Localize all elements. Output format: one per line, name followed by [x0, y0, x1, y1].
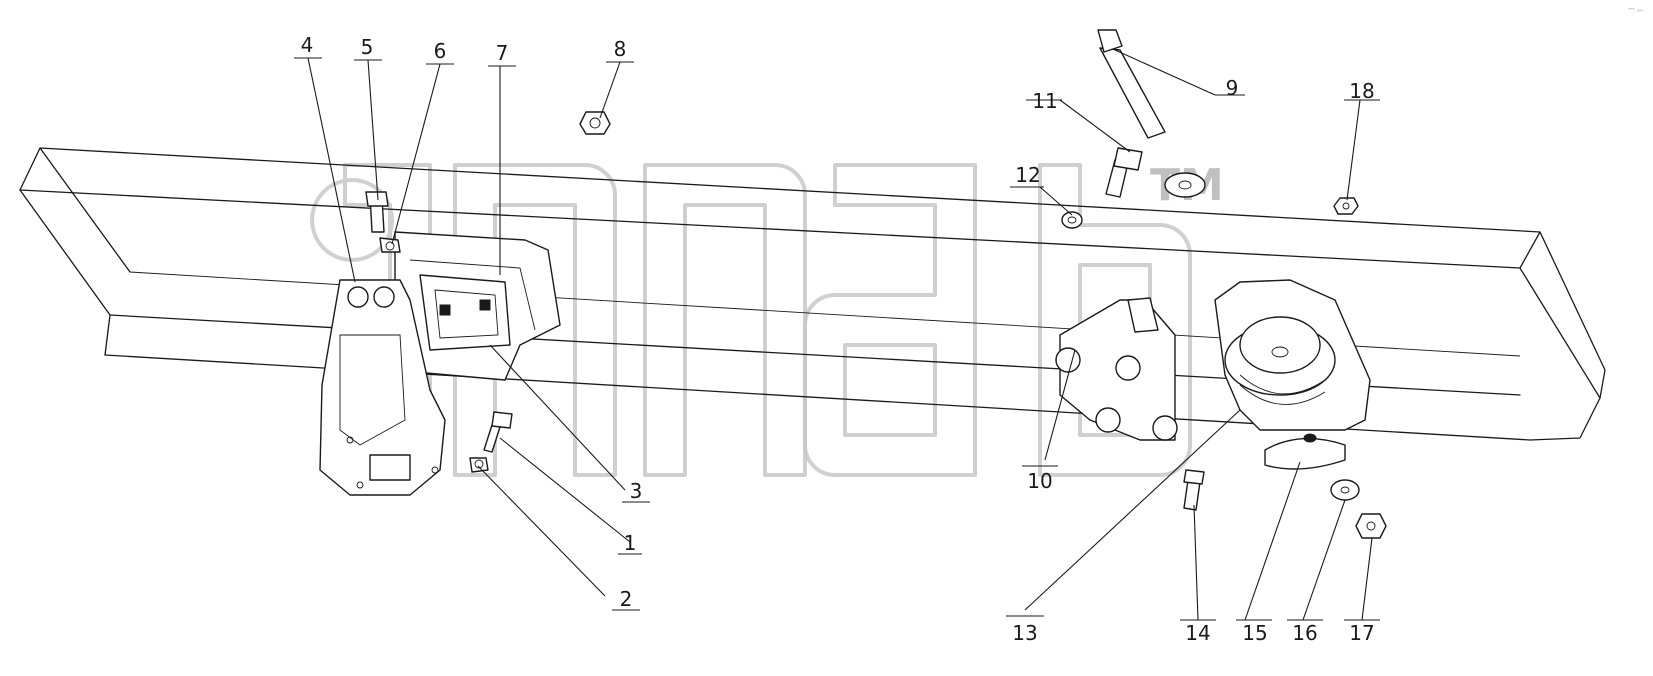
front-fasteners — [469, 111, 611, 473]
callout-17: 17 — [1349, 621, 1374, 645]
callout-8: 8 — [614, 37, 627, 61]
callout-9: 9 — [1226, 76, 1239, 100]
leader-lines — [307, 49, 1373, 621]
watermark-logo: TM — [310, 160, 1224, 477]
callout-7: 7 — [496, 41, 509, 65]
callout-labels: 1 2 3 4 5 6 7 8 9 10 11 12 13 14 15 16 1… — [294, 33, 1380, 645]
callout-4: 4 — [301, 33, 314, 57]
callout-11: 11 — [1032, 89, 1057, 113]
callout-1: 1 — [624, 531, 637, 555]
corner-mark: ⌒ ᵒᵒ — [1628, 8, 1643, 16]
callout-6: 6 — [434, 39, 447, 63]
callout-13: 13 — [1012, 621, 1037, 645]
callout-14: 14 — [1185, 621, 1210, 645]
callout-16: 16 — [1292, 621, 1317, 645]
rear-mount-assembly — [1055, 29, 1387, 539]
callout-15: 15 — [1242, 621, 1267, 645]
callout-12: 12 — [1015, 163, 1040, 187]
callout-3: 3 — [630, 479, 643, 503]
callout-10: 10 — [1027, 469, 1052, 493]
callout-18: 18 — [1349, 79, 1374, 103]
front-mount-assembly — [319, 191, 561, 496]
callout-5: 5 — [361, 35, 374, 59]
callout-2: 2 — [620, 587, 633, 611]
